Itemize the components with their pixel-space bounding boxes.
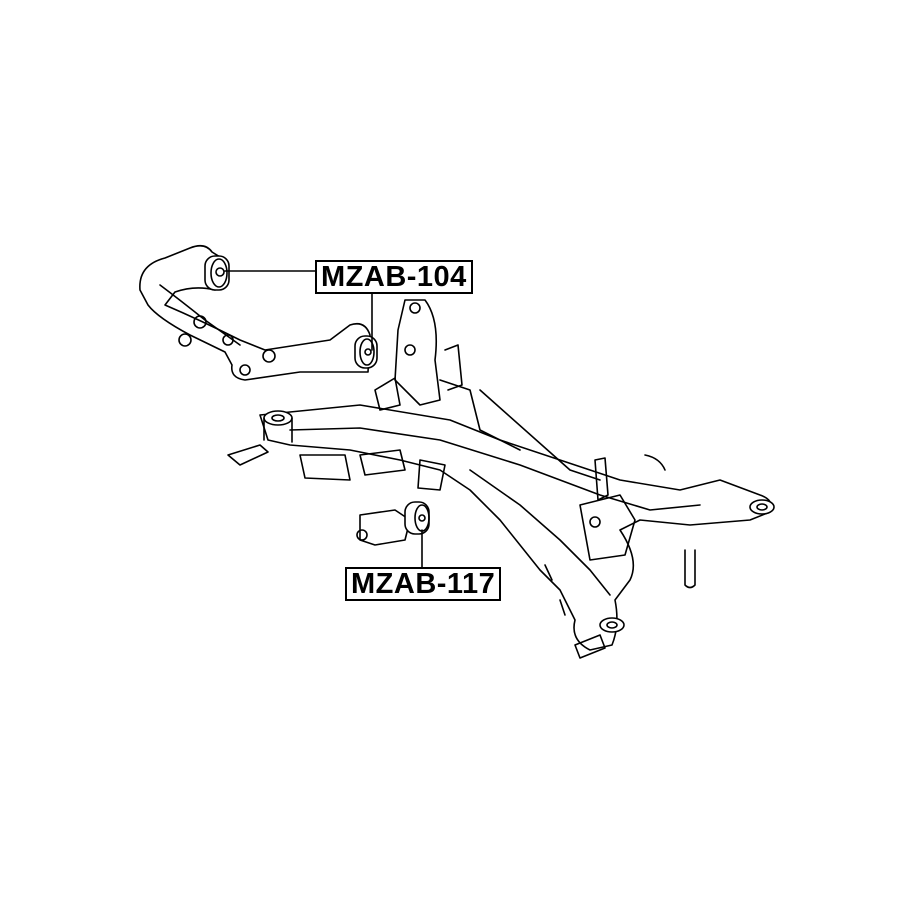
part-label-mzab-104: MZAB-104 [315, 260, 473, 294]
upper-control-arm [139, 244, 378, 381]
bracket-bushing-117 [356, 501, 430, 546]
part-label-mzab-117: MZAB-117 [345, 567, 502, 601]
subframe [227, 299, 775, 659]
bushing-104-front [204, 255, 230, 291]
